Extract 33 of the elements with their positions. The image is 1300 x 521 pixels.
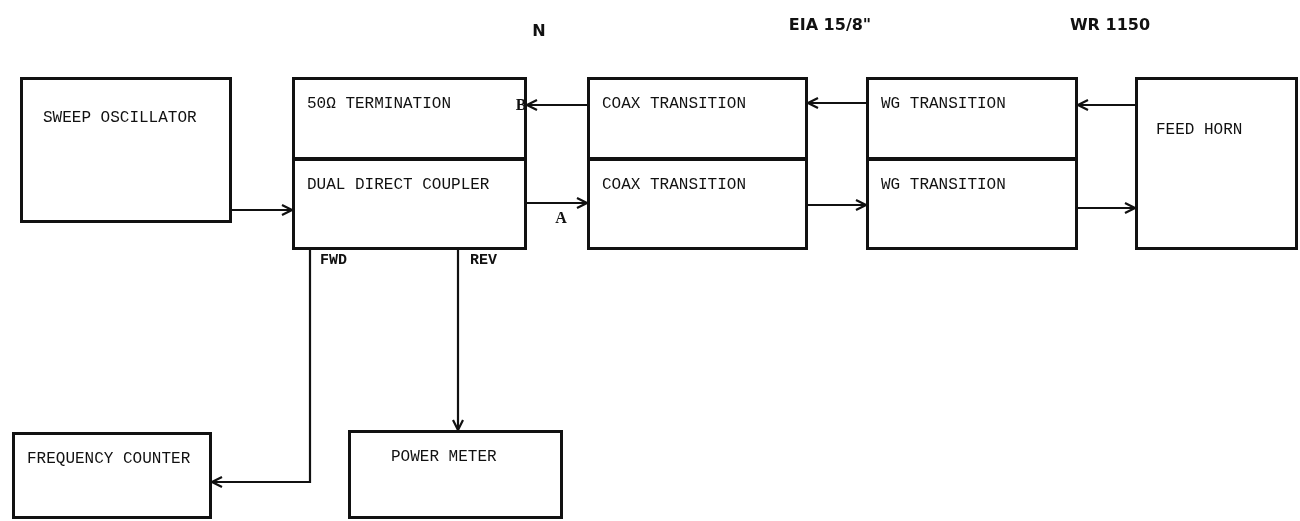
block-box — [866, 158, 1078, 250]
arrow — [232, 203, 294, 217]
arrow — [806, 96, 866, 110]
port-label: WR 1150 — [1068, 14, 1152, 36]
block-label: WG TRANSITION — [881, 175, 1007, 196]
arrow — [451, 250, 465, 432]
block-box — [20, 77, 232, 223]
block-box — [12, 432, 212, 519]
block-label: COAX TRANSITION — [602, 94, 748, 115]
arrow — [1078, 201, 1137, 215]
arrow — [1076, 98, 1135, 112]
block-label: DUAL DIRECT COUPLER — [307, 175, 491, 196]
port-label: A — [554, 208, 568, 228]
block-label: FREQUENCY COUNTER — [27, 449, 192, 470]
block-box — [292, 77, 527, 160]
block-box — [348, 430, 563, 519]
port-label: EIA 15/8" — [787, 14, 873, 36]
arrow — [808, 198, 868, 212]
block-box — [866, 77, 1078, 160]
block-label: WG TRANSITION — [881, 94, 1007, 115]
block-label: POWER METER — [391, 447, 498, 468]
block-box — [1135, 77, 1298, 250]
arrow — [525, 98, 587, 112]
arrow — [527, 196, 589, 210]
port-label: N — [531, 20, 547, 42]
block-label: SWEEP OSCILLATOR — [43, 108, 198, 129]
block-label: COAX TRANSITION — [602, 175, 748, 196]
block-box — [587, 158, 808, 250]
block-label: FEED HORN — [1156, 120, 1244, 141]
block-label: 50Ω TERMINATION — [307, 94, 453, 115]
arrow — [210, 250, 312, 489]
block-box — [292, 158, 527, 250]
block-box — [587, 77, 808, 160]
